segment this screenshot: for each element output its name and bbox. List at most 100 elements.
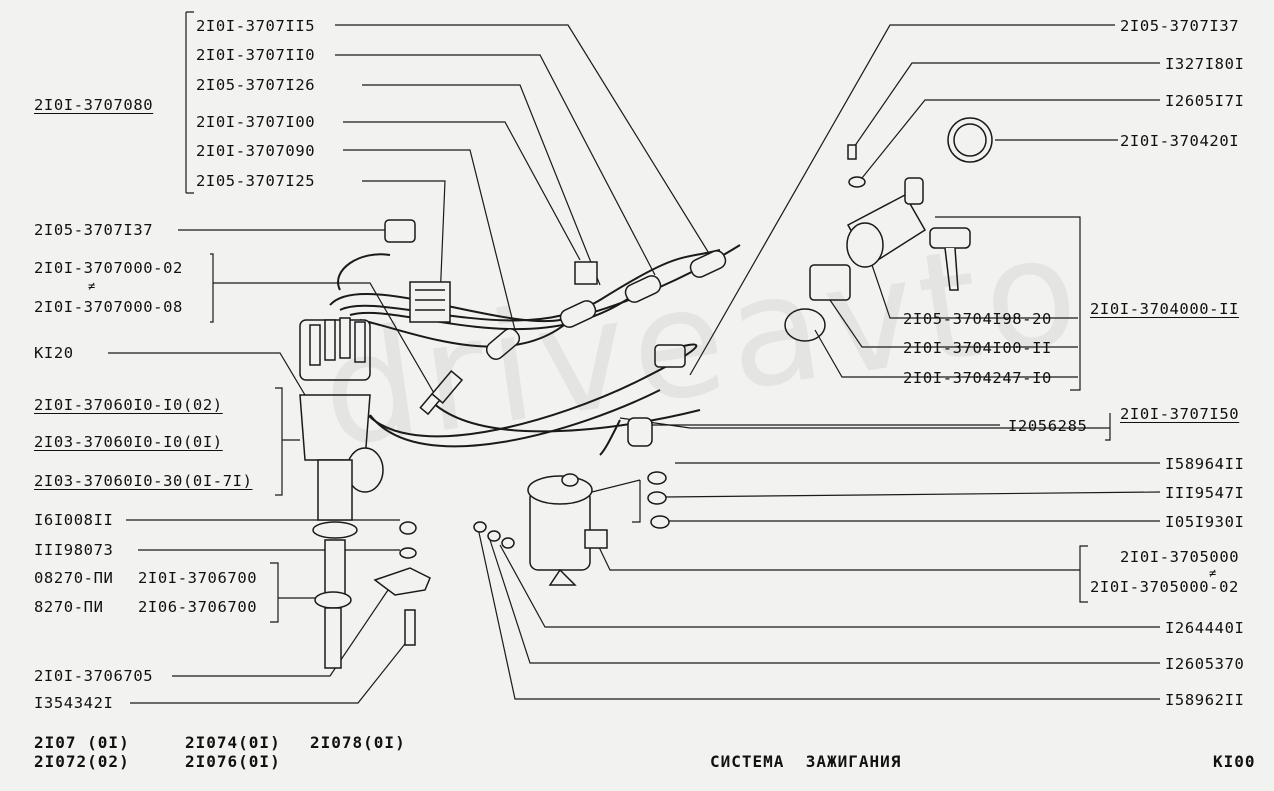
coil-nut2-part [501, 537, 515, 549]
leader-switch-c [814, 329, 1078, 378]
label-r-screw: I327I80I [1165, 55, 1245, 73]
footer-model-1c: 2I078(0I) [310, 733, 406, 752]
label-h3: 2I05-3707I26 [196, 76, 316, 94]
switch-ring [784, 308, 826, 342]
plug-cap-part [627, 417, 653, 447]
key-blade [944, 247, 959, 291]
leader-dist [275, 387, 300, 496]
label-c-washer2: I05I930I [1165, 513, 1245, 531]
boot-1 [559, 300, 597, 328]
label-h1: 2I0I-3707II5 [196, 17, 316, 35]
label-cap-left: 2I05-3707I37 [34, 221, 154, 239]
label-coil-a: 2I0I-3705000 [1120, 548, 1240, 566]
label-dist2: 2I03-37060I0-I0(0I) [34, 433, 223, 451]
label-coil-nut: I264440I [1165, 619, 1245, 637]
label-coil-washer: I2605370 [1165, 655, 1245, 673]
footer-model-2b: 2I076(0I) [185, 752, 281, 771]
label-wire-a: 2I0I-3707000-02 [34, 259, 183, 277]
label-coil-b: 2I0I-3705000-02 [1090, 578, 1239, 596]
label-switch-c: 2I0I-3704247-I0 [903, 369, 1052, 387]
label-hv-wire: 2I0I-3707I50 [1120, 405, 1240, 423]
footer-model-2a: 2I072(02) [34, 752, 130, 771]
label-cap-right: 2I05-3707I37 [1120, 17, 1240, 35]
label-switch-b: 2I0I-3704I00-II [903, 339, 1052, 357]
leader-h4 [343, 121, 581, 261]
label-coil-nut2: I58962II [1165, 691, 1245, 709]
rwasher-part [848, 176, 866, 188]
boot-3 [689, 250, 727, 278]
leader-h2 [335, 54, 656, 276]
label-ring-a-right: 2I0I-3706700 [138, 569, 258, 587]
washer-1 [399, 547, 417, 559]
harness-connector [409, 281, 451, 323]
leader-switch-a [871, 264, 1078, 319]
distributor [299, 317, 384, 669]
footer-model-1b: 2I074(0I) [185, 733, 281, 752]
ignition-coil [527, 473, 608, 586]
parts [299, 117, 993, 669]
page-number: KI00 [1213, 752, 1256, 771]
c-washer1-part [647, 491, 667, 505]
cap-left [384, 219, 416, 243]
leader-ring [270, 562, 318, 623]
boot-2 [624, 275, 662, 303]
label-r-washer: I2605I7I [1165, 92, 1245, 110]
label-dist3: 2I03-37060I0-30(0I-7I) [34, 472, 253, 490]
leader-lines [108, 11, 1161, 704]
c-nut-part [647, 471, 667, 485]
leader-plug [108, 352, 306, 396]
label-c-nut: I58964II [1165, 455, 1245, 473]
connector-small [574, 261, 598, 285]
nut-1 [399, 521, 417, 535]
label-c-washer1: III9547I [1165, 484, 1245, 502]
label-coil-neq: ≠ [1209, 566, 1217, 580]
leader-screw [851, 62, 1160, 151]
leader-rwasher [861, 99, 1160, 179]
label-nut1: I6I008II [34, 511, 114, 529]
cap-right [654, 344, 686, 368]
label-switch-a: 2I05-3704I98-20 [903, 310, 1052, 328]
harness-bracket [185, 11, 194, 194]
label-washer1: III98073 [34, 541, 114, 559]
label-h6: 2I05-3707I25 [196, 172, 316, 190]
stud-part [404, 609, 416, 646]
label-harness-group: 2I0I-3707080 [34, 96, 154, 114]
label-stud: I354342I [34, 694, 114, 712]
label-h4: 2I0I-3707I00 [196, 113, 316, 131]
leader-coilnut2 [477, 527, 1160, 700]
leader-cwasher1 [664, 491, 1161, 498]
switch-bracket [935, 216, 1081, 391]
coil-washer-part [487, 530, 501, 542]
leader-cap-right [689, 24, 1115, 376]
label-ring-a-left: 08270-ПИ [34, 569, 114, 587]
coil-nut-part [473, 521, 487, 533]
label-dist1: 2I0I-37060I0-I0(02) [34, 396, 223, 414]
leader-h5 [343, 149, 516, 331]
label-ring-b-left: 8270-ПИ [34, 598, 104, 616]
leader-stud [130, 634, 413, 704]
label-neq: ≠ [88, 279, 96, 293]
leader-h1 [335, 24, 711, 256]
boot-4 [485, 328, 521, 360]
leader-h6 [362, 180, 446, 301]
hv-wire-bundle [329, 244, 741, 456]
spark-plug [419, 369, 464, 416]
label-h2: 2I0I-3707II0 [196, 46, 316, 64]
label-spark-plug: KI20 [34, 344, 74, 362]
label-r-ring: 2I0I-370420I [1120, 132, 1240, 150]
label-ring-b-right: 2I06-3706700 [138, 598, 258, 616]
label-wire-b: 2I0I-3707000-08 [34, 298, 183, 316]
footer-model-1a: 2I07 (0I) [34, 733, 130, 752]
label-switch-group: 2I0I-3704000-II [1090, 300, 1239, 318]
label-h5: 2I0I-3707090 [196, 142, 316, 160]
screw-part [847, 144, 857, 160]
ignition-switch [784, 117, 993, 342]
label-bracket: 2I0I-3706705 [34, 667, 154, 685]
leader-switch-b [829, 299, 1078, 348]
c-washer2-part [650, 515, 670, 529]
leader-wire [210, 253, 439, 401]
leader-coilnut [499, 544, 1160, 628]
leader-coil [597, 544, 1088, 603]
leader-bracket [172, 589, 389, 677]
